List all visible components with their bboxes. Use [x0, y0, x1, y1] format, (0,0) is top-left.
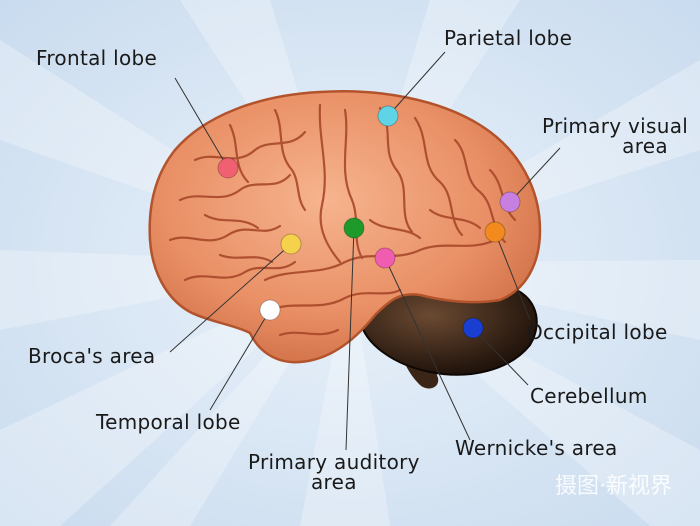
wernickes-area-marker	[374, 247, 396, 269]
leader-lines	[169, 51, 561, 451]
occipital-lobe-label: Occipital lobe	[527, 320, 668, 344]
cerebellum-marker	[462, 317, 484, 339]
primary-visual-area-label-line1: Primary visual	[542, 114, 689, 138]
primary-auditory-area-label-line2: area	[310, 470, 357, 494]
primary-auditory-area-label-line1: Primary auditory	[248, 450, 420, 474]
watermark: 摄图·新视界	[555, 474, 672, 499]
temporal-lobe-marker	[259, 299, 281, 321]
brocas-area-label: Broca's area	[28, 344, 156, 368]
brocas-area-marker	[280, 233, 302, 255]
cerebellum-label: Cerebellum	[530, 384, 648, 408]
primary-auditory-area-label: Primary auditory area	[248, 452, 420, 492]
frontal-lobe-marker	[217, 157, 239, 179]
frontal-lobe-label: Frontal lobe	[36, 46, 158, 70]
temporal-lobe-label: Temporal lobe	[96, 410, 241, 434]
wernickes-area-label: Wernicke's area	[455, 436, 618, 460]
parietal-lobe-label: Parietal lobe	[444, 26, 573, 50]
primary-visual-area-label-line2: area	[622, 134, 668, 158]
primary-visual-area-marker	[499, 191, 521, 213]
brain-folds	[168, 103, 517, 337]
primary-visual-area-label: Primary visual area	[542, 116, 688, 156]
parietal-lobe-marker	[377, 105, 399, 127]
occipital-lobe-marker	[484, 221, 506, 243]
primary-auditory-area-marker	[343, 217, 365, 239]
